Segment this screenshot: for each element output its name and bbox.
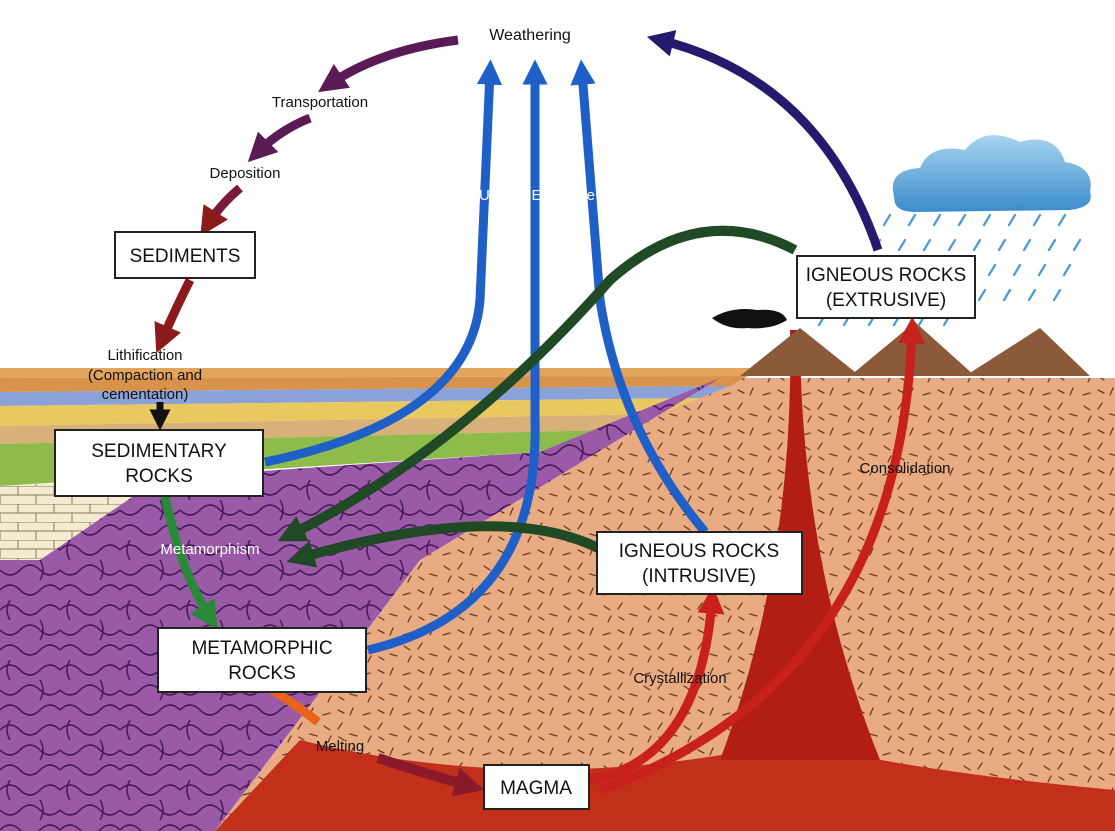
label-metamorphism: Metamorphism (160, 541, 259, 558)
process-labels: Weathering Transportation Deposition Lit… (88, 27, 951, 755)
label-deposition: Deposition (210, 165, 281, 182)
label-crystallization: Crystallization (633, 670, 726, 687)
box-sediments: SEDIMENTS (114, 231, 256, 279)
label-melting: Melting (316, 738, 364, 755)
sedimentary-rocks-label-2: ROCKS (125, 466, 193, 487)
igneous-extrusive-label-1: IGNEOUS ROCKS (806, 265, 966, 286)
arrow-uplift-from-sedimentary (264, 59, 503, 467)
box-sedimentary-rocks: SEDIMENTARY ROCKS (54, 429, 264, 497)
arrow-weathering-to-transportation (318, 35, 459, 93)
sedimentary-rocks-label-1: SEDIMENTARY (91, 441, 227, 462)
label-lithification-2: (Compaction and (88, 367, 202, 384)
arrow-transportation-to-deposition (247, 113, 312, 163)
label-weathering: Weathering (489, 27, 571, 44)
label-uplift-exposure: Uplift & Exposure (479, 187, 595, 204)
igneous-intrusive-label-2: (INTRUSIVE) (642, 566, 756, 587)
metamorphic-rocks-label-2: ROCKS (228, 663, 296, 684)
strata-brick (0, 478, 160, 560)
strata-yellow (0, 398, 700, 426)
strata-orange-2 (0, 376, 748, 392)
box-metamorphic-rocks: METAMORPHIC ROCKS (157, 627, 367, 693)
igneous-intrusive-label-1: IGNEOUS ROCKS (619, 541, 779, 562)
arrow-magma-to-extrusive (598, 316, 926, 795)
arrow-magma-to-intrusive (589, 586, 725, 785)
box-magma: MAGMA (483, 764, 590, 810)
strata-orange-1 (0, 368, 760, 378)
box-igneous-intrusive: IGNEOUS ROCKS (INTRUSIVE) (596, 531, 803, 595)
process-arrows (149, 30, 926, 797)
label-lithification-1: Lithification (107, 347, 182, 364)
arrow-uplift-from-metamorphic (366, 59, 548, 655)
metamorphic-rocks-label-1: METAMORPHIC (191, 638, 332, 659)
mountain-1 (740, 328, 860, 376)
arrow-uplift-from-intrusive (570, 59, 709, 535)
cloud-icon (892, 135, 1091, 212)
stage-boxes: SEDIMENTS SEDIMENTARY ROCKS METAMORPHIC … (54, 231, 976, 810)
label-lithification-3: cementation) (102, 386, 189, 403)
arrow-extrusive-to-weathering (646, 30, 883, 252)
arrow-melting-to-magma (376, 753, 485, 797)
box-igneous-extrusive: IGNEOUS ROCKS (EXTRUSIVE) (796, 255, 976, 319)
magma-label: MAGMA (500, 778, 572, 799)
igneous-extrusive-label-2: (EXTRUSIVE) (826, 290, 946, 311)
arrow-sedimentary-to-metamorphic (160, 495, 218, 631)
mountain-3 (965, 328, 1090, 376)
arrow-deposition-to-sediments (200, 184, 243, 237)
arrow-intrusive-to-metamorphism (286, 521, 601, 568)
volcanic-smoke (712, 309, 787, 329)
strata-blue-1 (0, 386, 730, 406)
arrow-sediments-to-lithification (154, 277, 195, 354)
label-consolidation: Consolidation (860, 460, 951, 477)
sediments-label: SEDIMENTS (130, 246, 241, 267)
arrow-extrusive-to-metamorphism (277, 225, 798, 542)
magma-chamber (215, 740, 1115, 831)
label-transportation: Transportation (272, 94, 368, 111)
